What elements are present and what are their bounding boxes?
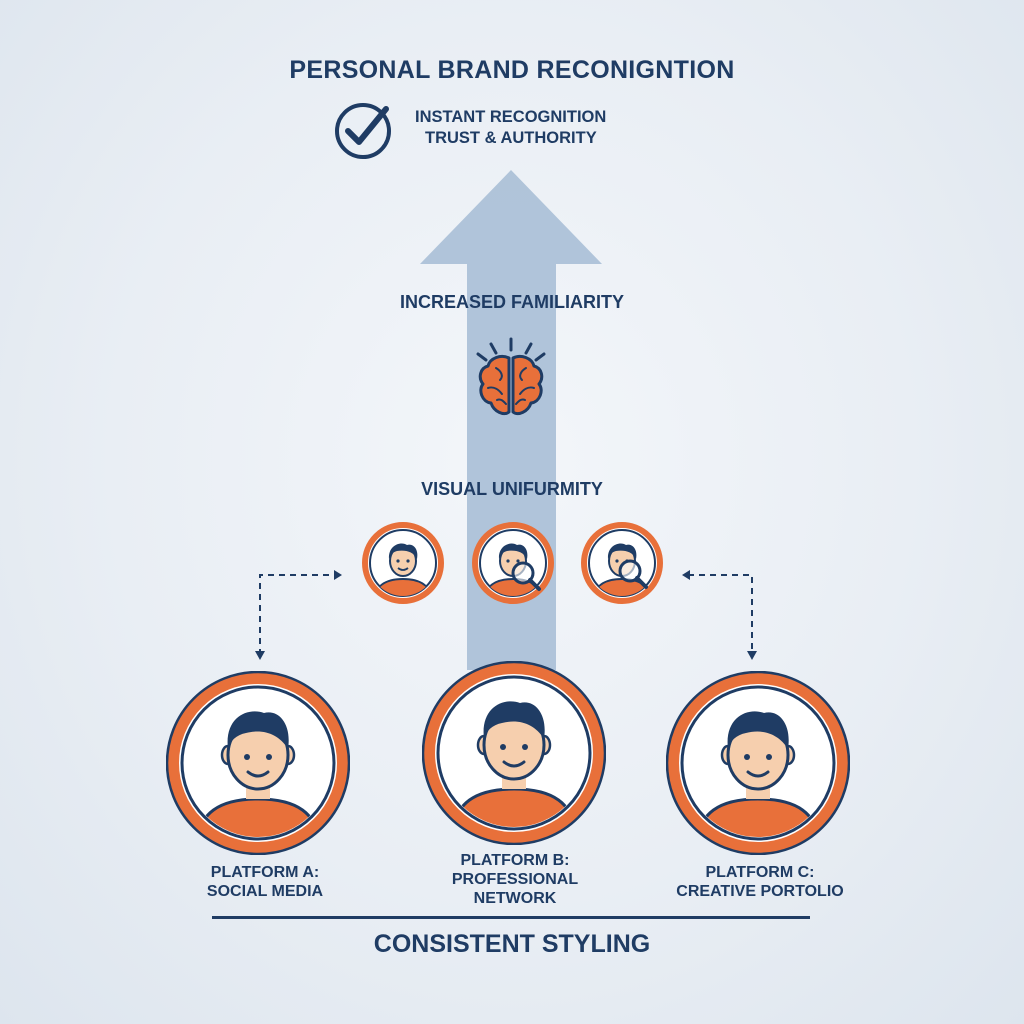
platform-c-label: PLATFORM C: CREATIVE PORTOLIO [660,863,860,901]
platform-c-line1: PLATFORM C: [705,864,815,881]
foundation-line [212,916,810,919]
small-avatar-3 [581,522,663,604]
platform-a-line2: SOCIAL MEDIA [206,883,324,900]
result-line-recognition: INSTANT RECOGNITION [415,108,607,126]
platform-b-line3: NETWORK [473,890,557,907]
stage-familiarity-label: INCREASED FAMILIARITY [399,292,624,312]
magnifier-icon [511,561,541,591]
brain-icon [476,337,546,416]
avatar-platform-b [422,661,606,845]
connector-right [682,570,757,660]
small-avatar-1 [362,522,444,604]
footer-label: CONSISTENT STYLING [373,930,651,958]
platform-b-line2: PROFESSIONAL [451,871,579,888]
platform-b-label: PLATFORM B: PROFESSIONAL NETWORK [420,851,610,908]
platform-a-line1: PLATFORM A: [210,864,320,881]
platform-c-line2: CREATIVE PORTOLIO [676,883,844,900]
page-title: PERSONAL BRAND RECONIGNTION [289,56,735,84]
check-circle-icon [335,103,391,159]
avatar-platform-a [166,671,350,855]
small-avatar-2 [472,522,554,604]
platform-a-label: PLATFORM A: SOCIAL MEDIA [170,863,360,901]
stage-uniformity-label: VISUAL UNIFURMITY [421,479,603,499]
magnifier-icon [618,559,648,589]
platform-b-line1: PLATFORM B: [460,852,570,869]
connector-left [255,570,342,660]
avatar-platform-c [666,671,850,855]
result-line-trust: TRUST & AUTHORITY [425,129,597,147]
